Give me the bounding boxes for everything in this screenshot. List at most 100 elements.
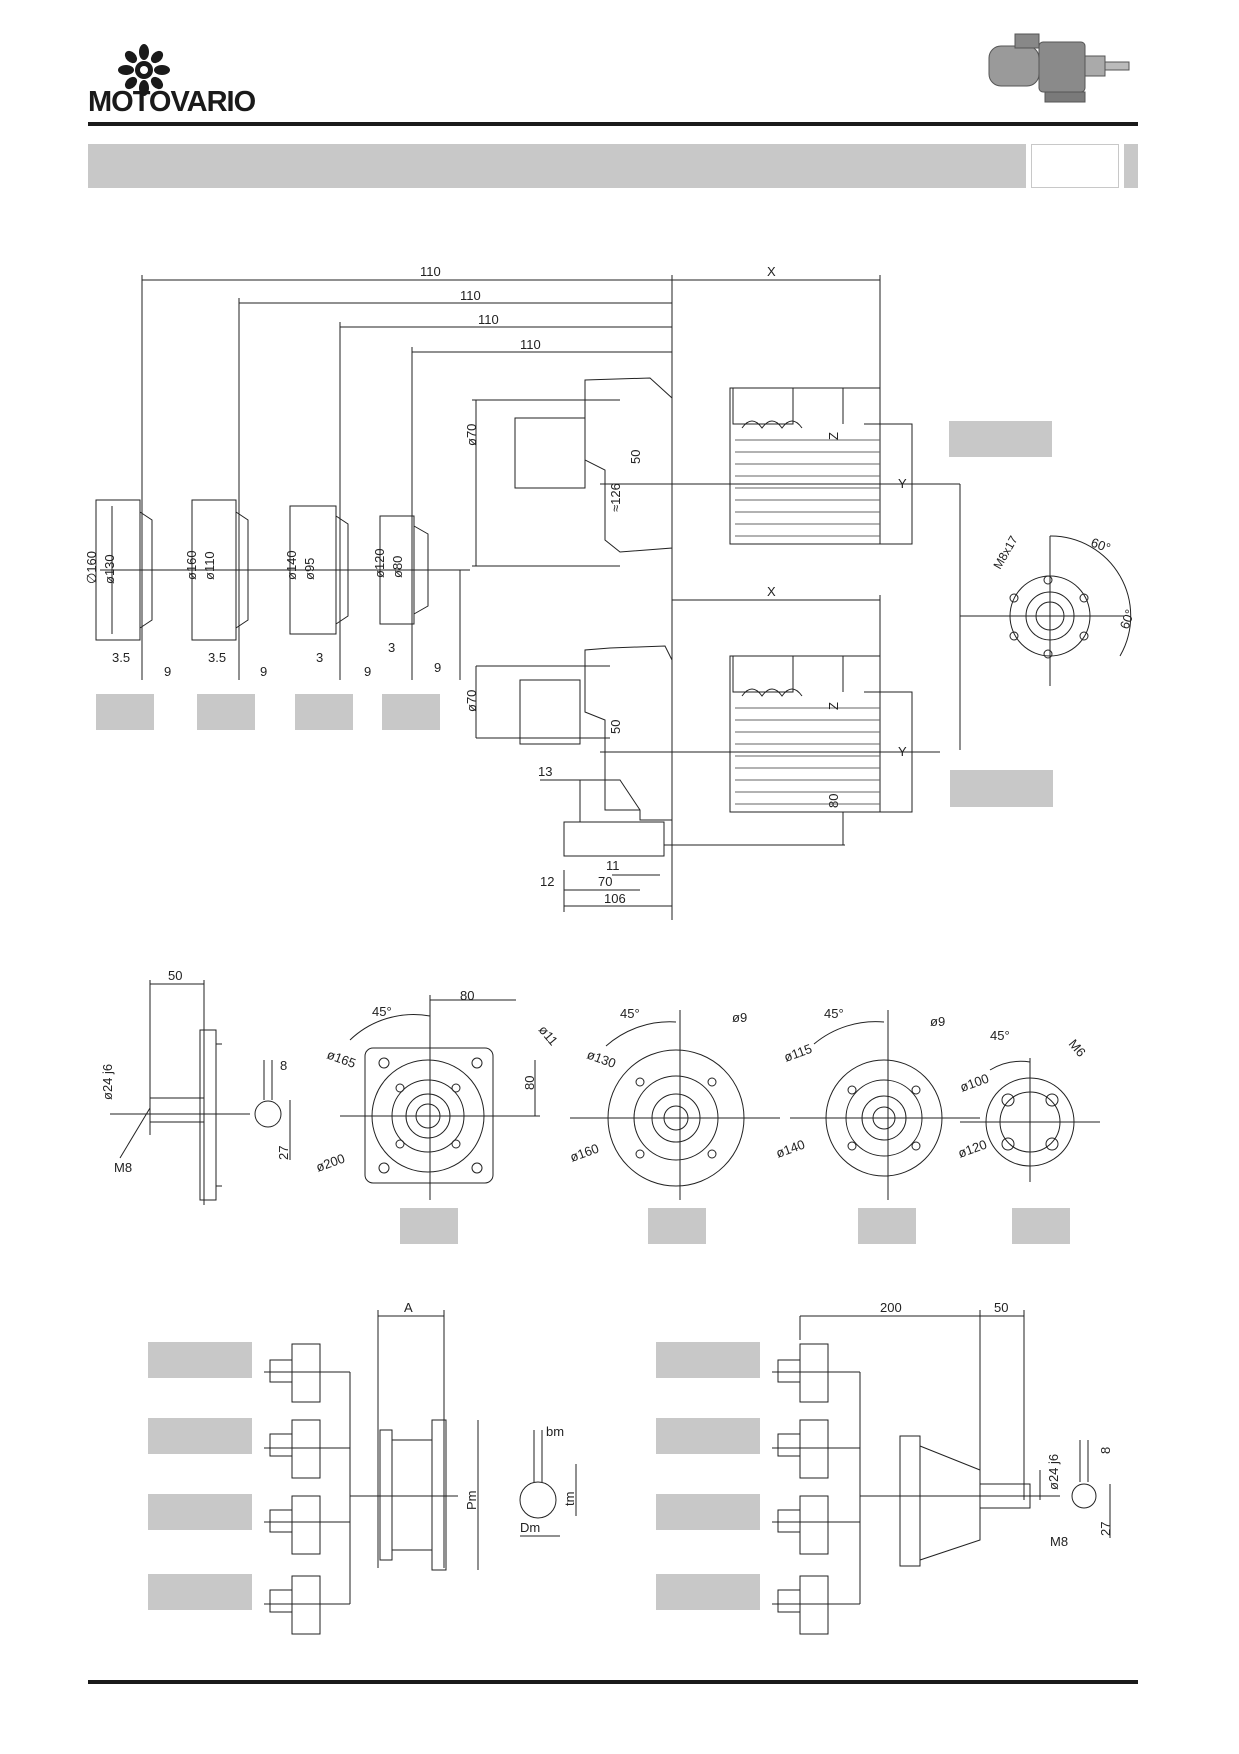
flange-1-outer: ∅160 <box>84 551 99 584</box>
bottom-right-key: 8 <box>1098 1447 1113 1454</box>
dim-80-foot: 80 <box>826 794 841 808</box>
flange-c-pcd: ø115 <box>782 1041 814 1065</box>
flange-4-right: 9 <box>434 660 441 675</box>
label-box-flange-1 <box>96 694 154 730</box>
dim-126-top: ≈126 <box>608 483 623 512</box>
flange-3-inner: ø95 <box>302 558 317 580</box>
flange-1-right: 9 <box>164 664 171 679</box>
dim-d70-foot: ø70 <box>464 690 479 712</box>
flange-d-angle: 45° <box>990 1028 1010 1043</box>
section-title-bar-tail <box>1124 144 1138 188</box>
flange-a-80a: 80 <box>460 988 474 1003</box>
label-box-bl-2 <box>148 1418 252 1454</box>
dim-z-top: Z <box>826 432 841 440</box>
label-box-flange-4 <box>382 694 440 730</box>
flange-d-pcd: ø100 <box>958 1071 991 1095</box>
label-box-motor-top <box>949 421 1052 457</box>
dim-110-b: 110 <box>460 288 481 303</box>
section-title-bar <box>88 144 1026 188</box>
label-box-bl-4 <box>148 1574 252 1610</box>
dim-110-d: 110 <box>520 337 541 352</box>
flange-d-thread: M6 <box>1066 1036 1089 1059</box>
flange-face-thread: M8x17 <box>990 533 1020 571</box>
flange-a-hole: ø11 <box>536 1022 561 1048</box>
dim-x-top: X <box>767 264 776 279</box>
product-thumbnail <box>985 28 1135 110</box>
dim-d70-top: ø70 <box>464 424 479 446</box>
bottom-left-a: A <box>404 1300 413 1315</box>
flange-4-outer: ø120 <box>372 548 387 578</box>
flange-2-left: 3.5 <box>208 650 226 665</box>
bottom-right-thread: M8 <box>1050 1534 1068 1549</box>
flange-3-left: 3 <box>316 650 323 665</box>
label-box-motor-foot <box>950 770 1053 807</box>
bottom-left-bm: bm <box>546 1424 564 1439</box>
shaft-height: 27 <box>276 1146 291 1160</box>
flange-d-outer: ø120 <box>956 1137 989 1161</box>
flange-b-pcd: ø130 <box>585 1047 618 1071</box>
flange-2-outer: ø160 <box>184 550 199 580</box>
dim-50-top: 50 <box>628 450 643 464</box>
label-box-flange-b <box>648 1208 706 1244</box>
section-title-bar-end <box>1119 144 1124 188</box>
dim-z-foot: Z <box>826 702 841 710</box>
flange-a-outer: ø200 <box>314 1151 347 1175</box>
flange-b-outer: ø160 <box>568 1141 601 1165</box>
dim-110-c: 110 <box>478 312 499 327</box>
dim-y-foot: Y <box>898 744 907 759</box>
flange-c-angle: 45° <box>824 1006 844 1021</box>
flange-2-inner: ø110 <box>202 551 217 580</box>
flange-b-hole: ø9 <box>732 1010 747 1025</box>
dim-70-foot: 70 <box>598 874 612 889</box>
bottom-drawings: A Pm bm tm Dm 200 50 ø24 j6 8 27 M8 <box>264 1300 1113 1635</box>
flange-face-angle-2: 60° <box>1117 607 1138 631</box>
flange-a-80b: 80 <box>522 1076 537 1090</box>
dim-11-foot: 11 <box>606 858 620 873</box>
flange-c-hole: ø9 <box>930 1014 945 1029</box>
dim-50-foot: 50 <box>608 720 623 734</box>
shaft-thread: M8 <box>114 1160 132 1175</box>
flange-1-inner: ø130 <box>102 554 117 584</box>
flange-b-angle: 45° <box>620 1006 640 1021</box>
label-box-flange-3 <box>295 694 353 730</box>
bottom-right-dia: ø24 j6 <box>1046 1454 1061 1490</box>
label-box-br-2 <box>656 1418 760 1454</box>
flange-3-outer: ø140 <box>284 550 299 580</box>
bottom-right-200: 200 <box>880 1300 902 1315</box>
label-box-flange-2 <box>197 694 255 730</box>
label-box-flange-d <box>1012 1208 1070 1244</box>
shaft-len: 50 <box>168 968 182 983</box>
flange-a-pcd: ø165 <box>325 1047 358 1071</box>
top-drawing: 110 110 110 110 X Y Z ø70 50 ≈126 ∅160 ø… <box>84 264 1138 920</box>
flange-2-right: 9 <box>260 664 267 679</box>
label-box-br-4 <box>656 1574 760 1610</box>
label-box-bl-3 <box>148 1494 252 1530</box>
footer-rule <box>88 1680 1138 1684</box>
section-code-box <box>1031 144 1119 188</box>
label-box-flange-a <box>400 1208 458 1244</box>
label-box-br-3 <box>656 1494 760 1530</box>
dim-110-a: 110 <box>420 264 441 279</box>
flange-3-right: 9 <box>364 664 371 679</box>
dim-x-foot: X <box>767 584 776 599</box>
brand-logo-emblem <box>118 44 170 96</box>
flange-4-inner: ø80 <box>390 556 405 578</box>
bottom-left-pm: Pm <box>464 1491 479 1511</box>
label-box-bl-1 <box>148 1342 252 1378</box>
bottom-left-dm: Dm <box>520 1520 540 1535</box>
bottom-right-50: 50 <box>994 1300 1008 1315</box>
shaft-dia: ø24 j6 <box>100 1064 115 1100</box>
brand-logo-text: MOTOVARIO <box>88 86 256 118</box>
dim-12-foot: 12 <box>540 874 554 889</box>
section-title-bar-sep <box>1027 144 1031 188</box>
flange-a-angle: 45° <box>372 1004 392 1019</box>
flange-face-angle-1: 60° <box>1089 535 1113 556</box>
flange-c-outer: ø140 <box>774 1137 807 1161</box>
dim-106-foot: 106 <box>604 891 626 906</box>
bottom-right-height: 27 <box>1098 1522 1113 1536</box>
label-box-flange-c <box>858 1208 916 1244</box>
dim-13-foot: 13 <box>538 764 552 779</box>
flange-4-left: 3 <box>388 640 395 655</box>
bottom-left-tm: tm <box>562 1492 577 1506</box>
flange-1-left: 3.5 <box>112 650 130 665</box>
